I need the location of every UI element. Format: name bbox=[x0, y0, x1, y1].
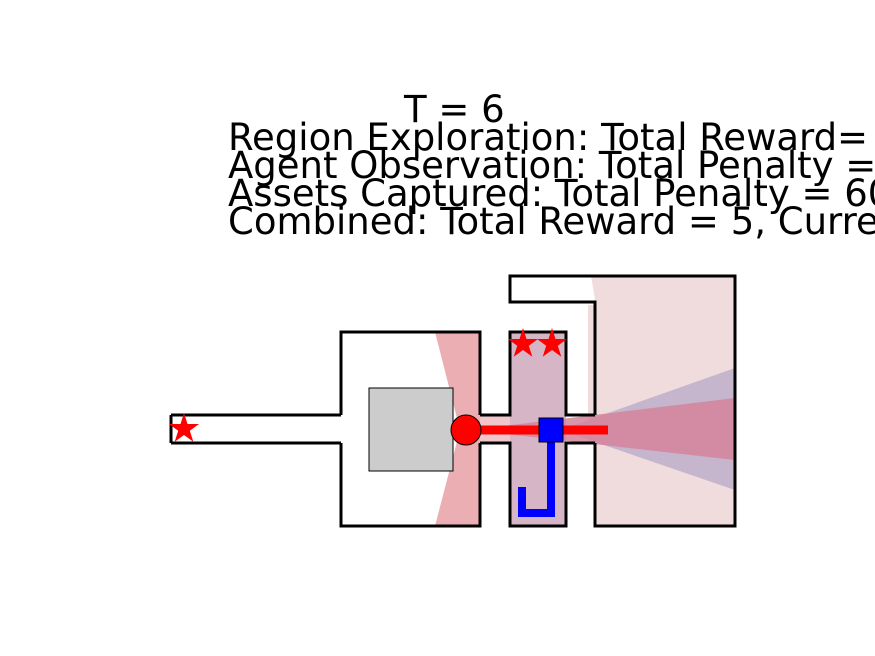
wall-right-room bbox=[508, 274, 737, 528]
red-view-cone-left bbox=[435, 332, 480, 526]
timestep-label: T = 6 bbox=[403, 88, 505, 131]
red-star-asset-icon bbox=[508, 328, 538, 357]
agent-observation-line: Agent Observation: Total Penalty = 0, Cu… bbox=[228, 144, 875, 187]
obstacle-block bbox=[368, 387, 454, 472]
red-circle-agent-icon bbox=[450, 414, 482, 446]
region-exploration-line: Region Exploration: Total Reward= 5, Cur… bbox=[228, 116, 875, 159]
assets-captured-line: Assets Captured: Total Penalty = 60, Cur… bbox=[228, 172, 875, 215]
red-star-asset-icon bbox=[169, 413, 199, 442]
wall-left-room-bottom bbox=[339, 443, 482, 528]
wall-left-room bbox=[339, 330, 482, 415]
hud: T = 6 Region Exploration: Total Reward= … bbox=[228, 88, 875, 243]
blue-square-agent-icon bbox=[538, 417, 564, 443]
wall-middle-corridor-left bbox=[480, 330, 595, 417]
blue-agent-path bbox=[518, 430, 555, 517]
red-star-asset-icon bbox=[537, 328, 567, 357]
wall-middle-corridor-bottom bbox=[480, 441, 595, 528]
assets bbox=[169, 328, 567, 442]
combined-line: Combined: Total Reward = 5, Current Rewa… bbox=[228, 200, 875, 243]
walls bbox=[169, 274, 737, 528]
